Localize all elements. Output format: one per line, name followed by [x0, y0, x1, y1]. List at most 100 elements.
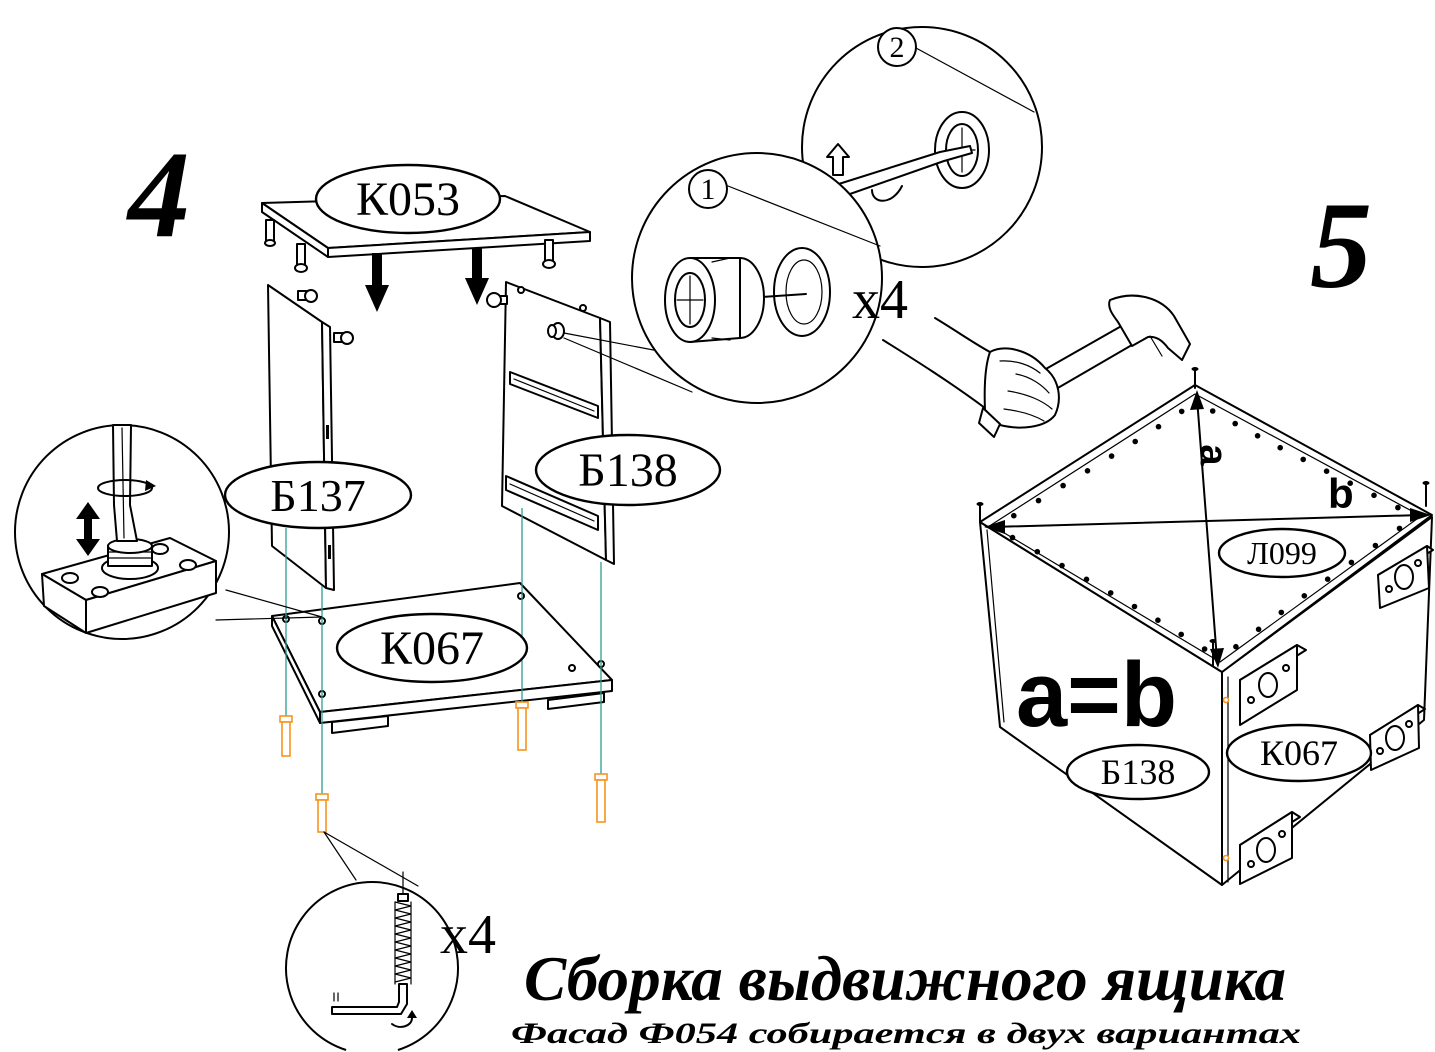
edge-pin	[1222, 696, 1230, 704]
nail-dot	[1132, 438, 1138, 445]
nail-dot	[1277, 444, 1283, 451]
nail-dot	[1131, 603, 1138, 610]
foot-block-socket	[1385, 725, 1405, 751]
part-label-side-panel: Б138	[1065, 743, 1211, 801]
drawer-runner-groove	[509, 483, 595, 522]
nail-dot	[1255, 626, 1262, 633]
cam-bolt-head	[304, 289, 318, 303]
foot-block-socket	[1258, 672, 1278, 698]
arm-outline	[882, 339, 986, 409]
nail-dot	[1060, 482, 1066, 489]
foot-block-screw-hole	[1247, 860, 1255, 868]
nail-dot	[1209, 408, 1216, 414]
leg-screw-head	[315, 793, 329, 801]
detail-circle	[285, 880, 459, 1051]
hammer-icon	[1108, 294, 1191, 361]
cam-bolt-head	[542, 259, 556, 269]
panel-hole	[517, 592, 525, 600]
cam-bolt	[333, 331, 354, 345]
step-badge-number: 2	[890, 31, 905, 64]
foot-block-hole	[61, 572, 79, 584]
arrow-head	[1410, 508, 1431, 522]
finger-line	[999, 360, 1041, 374]
nail-dot	[1254, 433, 1261, 439]
part-label-bottom: К067	[335, 612, 529, 684]
diagonal-a	[1190, 390, 1224, 668]
corner-nail	[1422, 481, 1430, 507]
part-label-bottom-panel: К067	[1225, 723, 1373, 783]
bottom-panel-front-edge	[319, 679, 613, 724]
panel-hole	[517, 286, 525, 294]
cam-lock	[547, 322, 565, 340]
step-4-number: 4	[126, 126, 190, 263]
leg-screw-head	[594, 773, 608, 781]
leg-screw	[594, 773, 608, 823]
label-oval	[314, 163, 502, 235]
nail-dot	[1323, 468, 1330, 475]
label-text: Б137	[270, 470, 365, 521]
foot-block-hole	[179, 559, 197, 571]
foot-block-screw-hole	[1405, 720, 1413, 728]
detail-cam-insert: 1	[563, 152, 883, 404]
dowel-body	[265, 219, 275, 243]
nail-head	[976, 502, 984, 506]
diagonal-b-label: b	[1328, 470, 1354, 517]
nail-dot	[1178, 631, 1184, 638]
foot-block-hole	[91, 586, 109, 598]
foot-block-screw-hole	[1278, 830, 1286, 838]
down-arrow	[365, 253, 389, 312]
panel-edge-line	[727, 185, 881, 247]
cam-bolt-head	[486, 292, 502, 308]
part-label-right-side: Б138	[534, 433, 722, 507]
down-arrow	[465, 248, 489, 305]
screw-head	[397, 893, 409, 902]
label-oval	[223, 460, 413, 530]
nail-dot	[1233, 643, 1239, 650]
drawer-runner-groove	[513, 378, 595, 412]
nail-dot	[1347, 480, 1353, 487]
nail-row	[1009, 408, 1403, 652]
foot-block-screw-hole	[1376, 747, 1384, 755]
diagonal-line	[991, 514, 1423, 528]
nail-dot	[1395, 504, 1401, 511]
nail-head	[1191, 367, 1199, 371]
part-label-back-panel: Л099	[1217, 527, 1347, 579]
cam-bolt-head	[294, 263, 308, 273]
label-oval	[1065, 743, 1211, 801]
nail-dot	[1059, 562, 1065, 569]
foot-block-hole	[151, 543, 169, 555]
leg-screw-head	[515, 701, 529, 709]
diagonal-a-label: a	[1192, 444, 1234, 466]
nail-dot	[1372, 542, 1379, 549]
hammer-face	[1149, 335, 1163, 357]
screwdriver-edge	[121, 427, 125, 539]
screwdriver-icon	[112, 424, 138, 542]
detail-foot-adjustment	[14, 424, 323, 640]
assembly-guides	[285, 508, 602, 794]
nail-dot	[1034, 548, 1041, 555]
nail-dot	[1348, 559, 1355, 566]
callout-pointer	[323, 831, 419, 887]
rotate-arrow-head	[145, 480, 156, 491]
page-title: Сборка выдвижного ящика	[524, 943, 1286, 1014]
nail-dot	[1084, 468, 1091, 474]
label-text: К067	[380, 622, 484, 675]
hex-key-icon	[331, 983, 408, 1015]
diagonal-line	[1196, 397, 1218, 661]
nail-dot	[1011, 512, 1017, 519]
nail-dot	[1396, 525, 1403, 532]
edge-pin	[1222, 854, 1230, 862]
step-badge-number: 1	[701, 173, 716, 206]
panel-hole	[568, 664, 576, 672]
turn-arrow-icon	[391, 1017, 413, 1028]
page-subtitle: Фасад Ф054 собирается в двух вариантах	[511, 1017, 1301, 1050]
nail-dot	[1178, 408, 1185, 415]
cam-bolt	[294, 243, 308, 273]
leg-screw	[515, 701, 529, 751]
leg-screw	[315, 793, 329, 833]
corner-nail	[976, 502, 984, 523]
nail-dot	[1155, 423, 1162, 430]
arrow-head	[1190, 390, 1204, 410]
part-label-left-side: Б137	[223, 460, 413, 530]
